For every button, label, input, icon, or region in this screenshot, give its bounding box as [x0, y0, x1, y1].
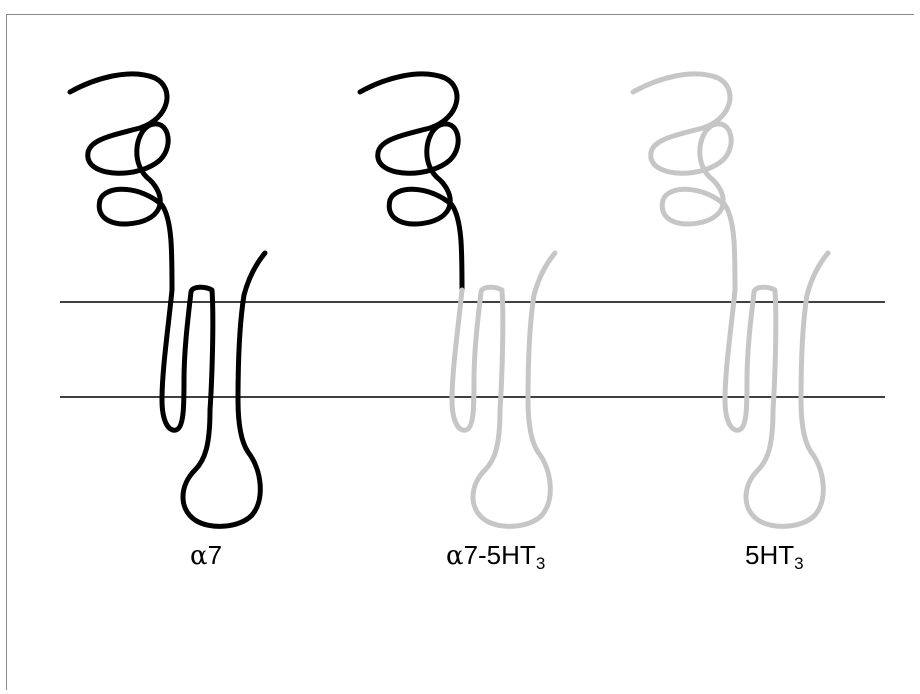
- alpha7-transmembrane-domain: [162, 253, 265, 526]
- chimera-label-text: 7-5HT: [463, 540, 536, 570]
- ht3-receptor: [633, 74, 828, 526]
- alpha7-receptor: [70, 74, 265, 526]
- ht3-n-terminal-domain: [633, 74, 735, 290]
- chimera-transmembrane-domain: [452, 253, 555, 526]
- chimera-label-sub: 3: [535, 554, 546, 573]
- chimera-label: α7-5HT3: [446, 540, 546, 573]
- alpha7-label-greek: α: [190, 541, 208, 571]
- figure-frame: [6, 14, 914, 690]
- ht3-transmembrane-domain: [725, 253, 828, 526]
- alpha7-n-terminal-domain: [70, 74, 172, 290]
- alpha7-label: α7: [190, 540, 222, 571]
- chimera-n-terminal-domain: [360, 74, 462, 290]
- chimera-receptor: [360, 74, 555, 526]
- ht3-label-sub: 3: [794, 554, 804, 573]
- ht3-label: 5HT3: [745, 540, 804, 573]
- alpha7-label-text: 7: [207, 540, 223, 570]
- ht3-label-text: 5HT: [745, 540, 795, 570]
- chimera-label-greek: α: [446, 541, 464, 571]
